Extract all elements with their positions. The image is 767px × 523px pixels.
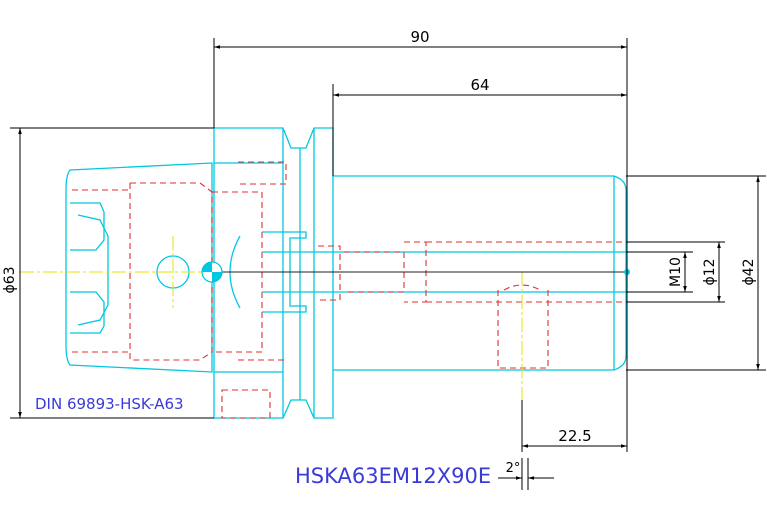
dim-body-diameter: ϕ42 [741,258,757,285]
dimension-lines [10,38,766,490]
standard-label: DIN 69893-HSK-A63 [35,395,184,413]
center-lines [20,236,523,400]
dim-offset: 22.5 [558,427,591,445]
tool-holder-outline [65,127,627,419]
hidden-lines [72,161,626,419]
dim-shank-diameter: ϕ63 [2,266,18,293]
dim-angle: 2° [506,461,521,476]
drawing-title: HSKA63EM12X90E [295,464,491,488]
dim-overall-length: 90 [410,28,429,46]
dim-bore-diameter: ϕ12 [702,258,718,285]
dim-body-length: 64 [470,76,489,94]
center-marker-icon [201,261,223,283]
dim-thread: M10 [668,257,684,287]
